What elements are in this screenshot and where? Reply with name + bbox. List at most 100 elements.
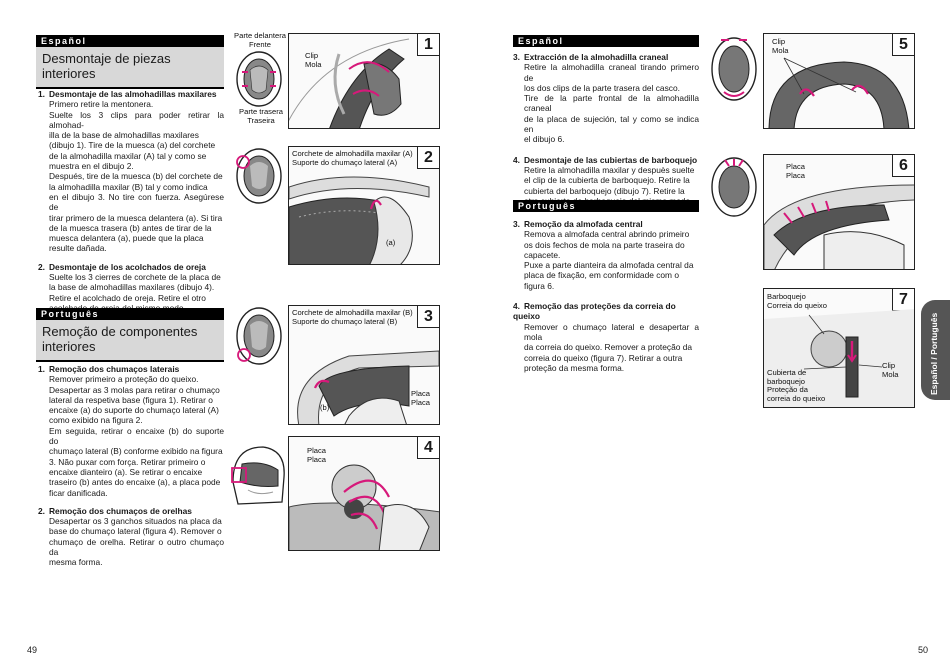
instruction-line: illa de la base de almohadillas maxilare… (49, 130, 199, 141)
page-number: 49 (27, 645, 38, 655)
helmet-thumb-4 (231, 446, 285, 505)
figure-6-drawing (764, 184, 914, 269)
instruction-item: 1. Desmontaje de las almohadillas maxilar… (38, 89, 224, 254)
instruction-line: los dos clips de la parte trasera del ca… (524, 82, 680, 93)
instruction-line: como exibido na figura 2. (49, 415, 143, 426)
instruction-line: Remover o chumaço lateral e desapertar a… (524, 321, 699, 342)
side-tab-label: Español / Português (929, 312, 939, 395)
instruction-heading: 2.Desmontaje de los acolchados de oreja (38, 262, 224, 272)
instruction-title: Desmontaje de las almohadillas maxilares (49, 89, 217, 99)
instruction-title: Desmontaje de los acolchados de oreja (49, 261, 206, 272)
instruction-line: Desapertar os 3 ganchos situados na plac… (49, 516, 222, 527)
instruction-line: muestra en el dibujo 2. (49, 161, 134, 172)
instruction-line: os dois fechos de mola na parte traseira… (524, 239, 685, 250)
instruction-heading: 3.Remoção da almofada central (513, 219, 699, 229)
figure-3-drawing (297, 350, 439, 424)
instruction-line: figura 6. (524, 280, 555, 291)
title-line: interiores (42, 339, 96, 354)
section-title-pt: Remoção de componentes interiores (36, 320, 224, 362)
helmet-thumb-3 (236, 307, 282, 365)
figure-number: 4 (417, 437, 439, 459)
instruction-line: Remova a almofada central abrindo primei… (524, 229, 690, 240)
instruction-line: resulte dañada. (49, 243, 107, 254)
figure-3: 3 Corchete de almohadilla maxilar (B)Sup… (288, 305, 440, 425)
instruction-line: lateral da respetiva base (figura 1). Re… (49, 394, 213, 405)
instruction-line: cubierta del barboquejo (dibujo 7). Reti… (524, 185, 685, 196)
instruction-line: muesca delantera (a), puede que la placa (49, 233, 204, 244)
instruction-title: Desmontaje de las cubiertas de barboquej… (524, 154, 698, 165)
instruction-number: 1. (38, 89, 45, 99)
instruction-line: el clip de la cubierta de barboquejo. Re… (524, 175, 690, 186)
figure-number: 3 (417, 306, 439, 328)
instruction-heading: 4.Remoção das proteções da correia do qu… (513, 301, 699, 322)
instruction-line: chumaço lateral (B) conforme exibido na … (49, 446, 223, 457)
helmet-thumb-1 (236, 51, 282, 107)
instruction-line: el dibujo 6. (524, 134, 565, 145)
instruction-line: (dibujo 1). Tire de la muesca (a) del co… (49, 140, 216, 151)
figure-number: 1 (417, 34, 439, 56)
left-page: Español Desmontaje de piezas interiores … (27, 31, 440, 655)
instruction-line: Puxe a parte dianteira da almofada centr… (524, 260, 694, 271)
instruction-heading: 3.Extracción de la almohadilla craneal (513, 52, 699, 62)
lang-tag-es: Español (36, 35, 224, 47)
instruction-line: Tire de la parte frontal de la almohadil… (524, 93, 699, 114)
instruction-line: acolchado de oreja del mismo modo. (49, 303, 224, 313)
figure-7-drawing (764, 309, 914, 407)
instruction-number: 3. (513, 219, 520, 229)
title-line: Desmontaje de piezas (42, 51, 171, 66)
instruction-item: 4.Remoção das proteções da correia do qu… (513, 301, 699, 373)
fig2-caption: Corchete de almohadilla maxilar (A)Supor… (292, 149, 413, 167)
instruction-line: chumaço de orelha. Retirar o outro chuma… (49, 536, 224, 558)
instruction-title: Remoção dos chumaços de orelhas (49, 505, 192, 516)
instruction-line: capacete. (524, 249, 561, 260)
es-instructions: 1. Desmontaje de las almohadillas maxilar… (38, 89, 224, 313)
instruction-line: Em seguida, retirar o encaixe (b) do sup… (49, 425, 224, 447)
instruction-line: correia do queixo (figura 7). Retirar a … (524, 352, 683, 363)
notch-b-label: (b) (320, 403, 330, 412)
instruction-line: en el dibujo 3. No tire con fuerza. Aseg… (49, 191, 224, 213)
right-page: Español 3.Extracción de la almohadilla c… (475, 0, 950, 669)
instruction-number: 2. (38, 505, 45, 516)
instruction-line: Después, tire de la muesca (b) del corch… (49, 171, 223, 182)
instruction-title: Remoção dos chumaços laterais (49, 364, 180, 374)
instruction-number: 1. (38, 364, 45, 374)
helmet-thumb-2 (236, 148, 282, 204)
instruction-line: traseiro (b) antes do encaixe (a), a pla… (49, 477, 221, 488)
instruction-number: 4. (513, 301, 520, 312)
section-title-es: Desmontaje de piezas interiores (36, 47, 224, 89)
figure-1-drawing (289, 38, 410, 128)
instruction-line: de la placa de sujeción, tal y como se i… (524, 113, 699, 135)
instruction-heading: 1. Desmontaje de las almohadillas maxilar… (38, 89, 224, 99)
notch-a-label: (a) (386, 238, 396, 247)
instruction-line: Retire el acolchado de oreja. Retire el … (49, 292, 206, 303)
instruction-line: placa de fixação, em conformidade com o (524, 270, 680, 281)
instruction-number: 3. (513, 52, 520, 62)
page-number: 50 (918, 645, 929, 655)
lang-tag-es: Español (513, 35, 699, 47)
instruction-line: Retire la almohadilla craneal tirando pr… (524, 62, 699, 83)
instruction-line: Remover primeiro a proteção do queixo. (49, 374, 199, 385)
instruction-line: Desapertar as 3 molas para retirar o chu… (49, 384, 220, 395)
lang-tag-pt: Português (36, 308, 224, 320)
title-line: Remoção de componentes (42, 324, 198, 339)
instruction-line: encaixe dianteiro (a). Se retirar o enca… (49, 466, 203, 477)
figure-number: 5 (892, 34, 914, 56)
side-language-tab: Español / Português (921, 300, 950, 400)
instruction-heading: 1. Remoção dos chumaços laterais (38, 364, 224, 374)
instruction-line: ficar danificada. (49, 487, 108, 498)
